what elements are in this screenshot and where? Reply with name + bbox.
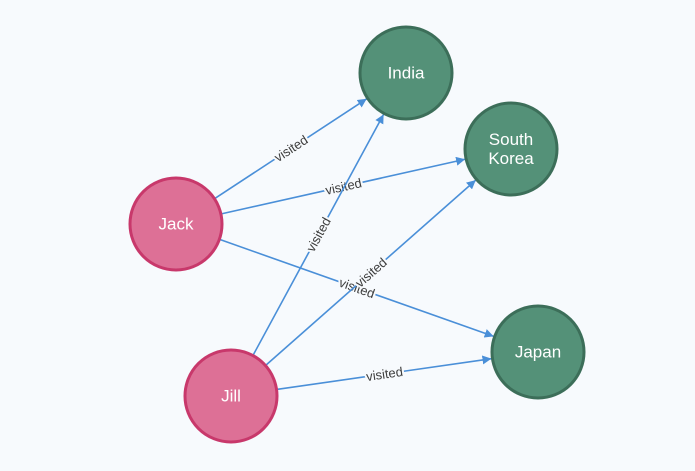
node-circle <box>358 25 454 121</box>
edge-label: visited <box>271 132 310 165</box>
node-label: Jack <box>159 215 194 234</box>
edge-label: visited <box>303 215 334 255</box>
node-jill[interactable]: Jill <box>183 348 279 444</box>
node-label: Jill <box>221 387 241 406</box>
node-circle <box>463 101 559 197</box>
node-circle <box>490 304 586 400</box>
node-japan[interactable]: Japan <box>490 304 586 400</box>
node-label: Japan <box>515 343 561 362</box>
node-circle <box>128 176 224 272</box>
edge-line <box>221 156 466 215</box>
node-jack[interactable]: Jack <box>128 176 224 272</box>
edge-line <box>265 179 477 366</box>
edge-label: visited <box>365 364 404 384</box>
edge-line <box>252 113 385 356</box>
node-india[interactable]: India <box>358 25 454 121</box>
edges-layer: visitedvisitedvisitedvisitedvisitedvisit… <box>214 98 494 391</box>
node-circle <box>183 348 279 444</box>
edge-line <box>277 355 492 391</box>
edge-line <box>214 98 368 199</box>
node-label: India <box>388 64 425 83</box>
edge-label: visited <box>324 175 363 198</box>
edge-line <box>220 238 494 338</box>
